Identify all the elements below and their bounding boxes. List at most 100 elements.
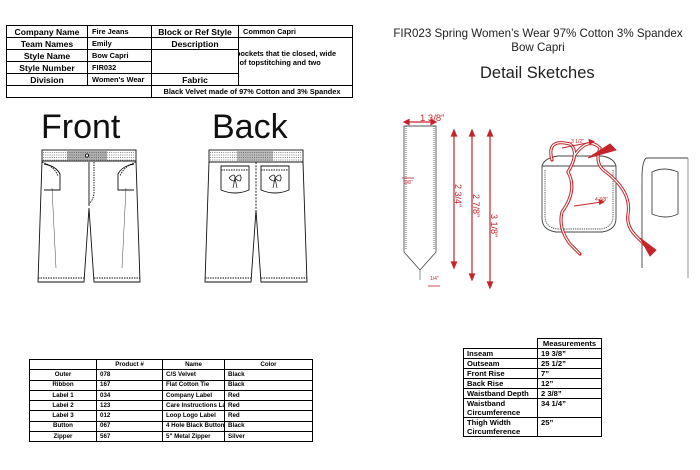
style-name-label: Style Name <box>6 49 88 62</box>
component-product-number: 067 <box>96 420 163 433</box>
back-capri-sketch <box>204 149 308 283</box>
small-left-label: 3/8” <box>404 180 413 186</box>
fabric-value: Black Velvet made of 97% Cotton and 3% S… <box>151 85 353 98</box>
component-part: Outer <box>29 369 97 381</box>
team-names-value: Emily <box>87 37 152 50</box>
tie-ribbon-right <box>572 141 654 254</box>
components-header: Name <box>162 358 225 371</box>
team-names-label: Team Names <box>6 37 88 50</box>
front-pants-body <box>37 160 141 283</box>
component-name: Company Label <box>162 389 225 402</box>
pocket-detail-sketch <box>541 138 689 278</box>
pocket-top-label: 3 1/2” <box>571 139 584 145</box>
components-header-row: Product # Name Color <box>29 358 313 371</box>
back-pocket-right <box>260 165 290 194</box>
measurement-label: Front Rise <box>463 368 538 379</box>
measurement-value: 2 3/8” <box>537 388 602 399</box>
title-line-2: Bow Capri <box>511 41 565 54</box>
component-part: Label 2 <box>29 400 97 412</box>
table-row: Label 1 034 Company Label Red <box>29 389 313 402</box>
measurements-header: Measurements <box>537 338 602 349</box>
component-name: 5" Metal Zipper <box>162 431 225 443</box>
title-line-1: FIR023 Spring Women’s Wear 97% Cotton 3%… <box>393 27 683 40</box>
component-part: Button <box>29 420 97 433</box>
component-color: Silver <box>224 431 313 443</box>
front-view-label: Front <box>41 108 121 146</box>
division-value: Women's Wear <box>87 73 152 86</box>
component-color: Red <box>224 400 313 412</box>
component-part: Ribbon <box>29 379 97 391</box>
table-row: Thigh Width Circumference 25” <box>463 417 602 437</box>
front-capri-sketch <box>37 149 141 283</box>
front-pocket-right <box>117 163 135 191</box>
division-label: Division <box>6 73 88 86</box>
component-part: Label 1 <box>29 389 97 402</box>
component-product-number: 078 <box>96 369 163 381</box>
waistband-piece <box>403 125 437 271</box>
measurement-value: 12” <box>537 378 602 389</box>
measurement-label: Outseam <box>463 358 538 369</box>
component-color: Black <box>224 420 313 433</box>
measurement-label: Waistband Depth <box>463 388 538 399</box>
table-row: Waistband Circumference 34 1/4” <box>463 398 602 418</box>
measurement-value: 34 1/4” <box>537 398 602 418</box>
table-row: Label 2 123 Care Instructions Label Red <box>29 400 313 412</box>
height-a-label: 2 3/4” <box>453 184 463 208</box>
height-c-label: 3 1/8” <box>489 214 499 238</box>
block-value: Common Capri <box>238 25 353 38</box>
table-row: Label 3 012 Loop Logo Label Red <box>29 410 313 422</box>
component-name: Loop Logo Label <box>162 410 225 422</box>
back-view-label: Back <box>212 108 288 146</box>
spec-info-table: Company Name Fire Jeans Block or Ref Sty… <box>6 25 353 98</box>
back-pants-body <box>204 161 308 283</box>
component-name: Care Instructions Label <box>162 400 225 412</box>
front-pocket-left <box>43 163 61 191</box>
measurement-value: 25 1/2” <box>537 358 602 369</box>
waistband-detail-sketch <box>402 118 494 290</box>
component-color: Red <box>224 410 313 422</box>
description-label: Description <box>151 37 239 50</box>
table-row: Waistband Depth 2 3/8” <box>463 388 602 399</box>
company-name-label: Company Name <box>6 25 88 38</box>
pocket-outline <box>541 165 617 233</box>
style-name-value: Bow Capri <box>87 49 152 62</box>
table-row: Outer 078 C/S Velvet Black <box>29 369 313 381</box>
style-number-value: FIR032 <box>87 61 152 74</box>
measurements-table: Measurements Inseam 19 3/8” Outseam 25 1… <box>463 338 602 437</box>
pocket-flap <box>541 155 617 167</box>
component-product-number: 012 <box>96 410 163 422</box>
table-row: Zipper 567 5" Metal Zipper Silver <box>29 431 313 443</box>
components-header <box>29 358 97 371</box>
bottom-width-label: 1/4” <box>430 276 439 282</box>
table-row: Outseam 25 1/2” <box>463 358 602 369</box>
component-part: Label 3 <box>29 410 97 422</box>
component-product-number: 167 <box>96 379 163 391</box>
table-row: Inseam 19 3/8” <box>463 348 602 359</box>
info-empty-cell <box>6 85 152 98</box>
block-label: Block or Ref Style <box>151 25 239 38</box>
measurement-value: 19 3/8” <box>537 348 602 359</box>
components-header: Product # <box>96 358 163 371</box>
table-row: Back Rise 12” <box>463 378 602 389</box>
component-product-number: 567 <box>96 431 163 443</box>
component-name: 4 Hole Black Button <box>162 420 225 433</box>
company-name-value: Fire Jeans <box>87 25 152 38</box>
component-name: C/S Velvet <box>162 369 225 381</box>
measurement-label: Waistband Circumference <box>463 398 538 418</box>
measurements-header-row: Measurements <box>463 338 602 349</box>
component-color: Black <box>224 379 313 391</box>
fabric-label: Fabric <box>151 73 239 86</box>
measurement-value: 25” <box>537 417 602 437</box>
table-row: Ribbon 167 Flat Cotton Tie Black <box>29 379 313 391</box>
component-product-number: 123 <box>96 400 163 412</box>
component-name: Flat Cotton Tie <box>162 379 225 391</box>
components-table: Product # Name Color Outer 078 C/S Velve… <box>29 358 313 443</box>
description-value: Capri Pants with back pockets that tie c… <box>238 37 353 86</box>
measurement-value: 7” <box>537 368 602 379</box>
detail-sketches-heading: Detail Sketches <box>480 64 595 82</box>
measurements-corner <box>463 338 538 349</box>
components-header: Color <box>224 358 313 371</box>
back-pocket-left <box>220 165 250 194</box>
style-number-label: Style Number <box>6 61 88 74</box>
component-part: Zipper <box>29 431 97 443</box>
